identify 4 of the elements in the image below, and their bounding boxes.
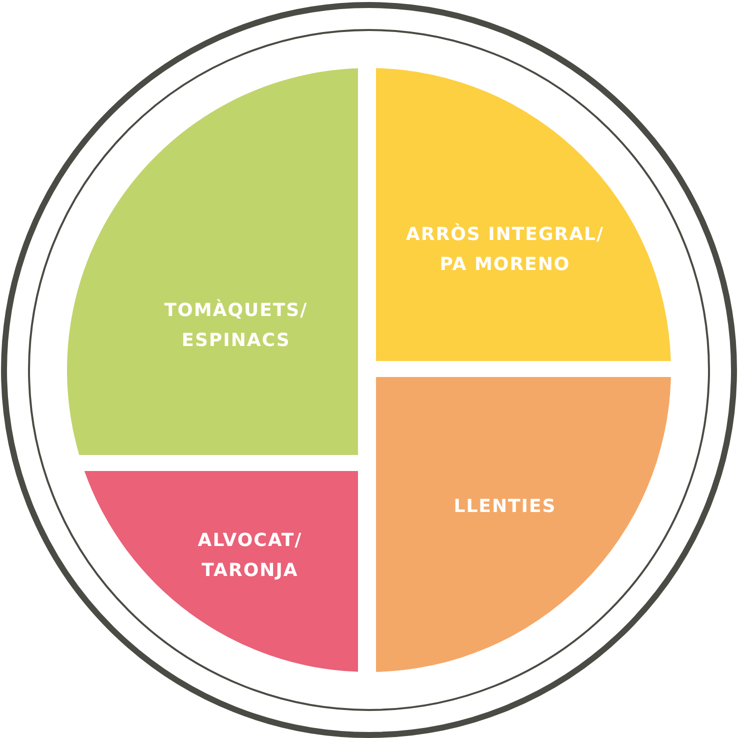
food-label: TOMÀQUETS/ ESPINACS — [163, 298, 309, 353]
food-label: ARRÒS INTEGRAL/ PA MORENO — [404, 222, 606, 277]
food-label: ALVOCAT/ TARONJA — [196, 529, 304, 583]
food-label: LLENTIES — [452, 495, 558, 519]
